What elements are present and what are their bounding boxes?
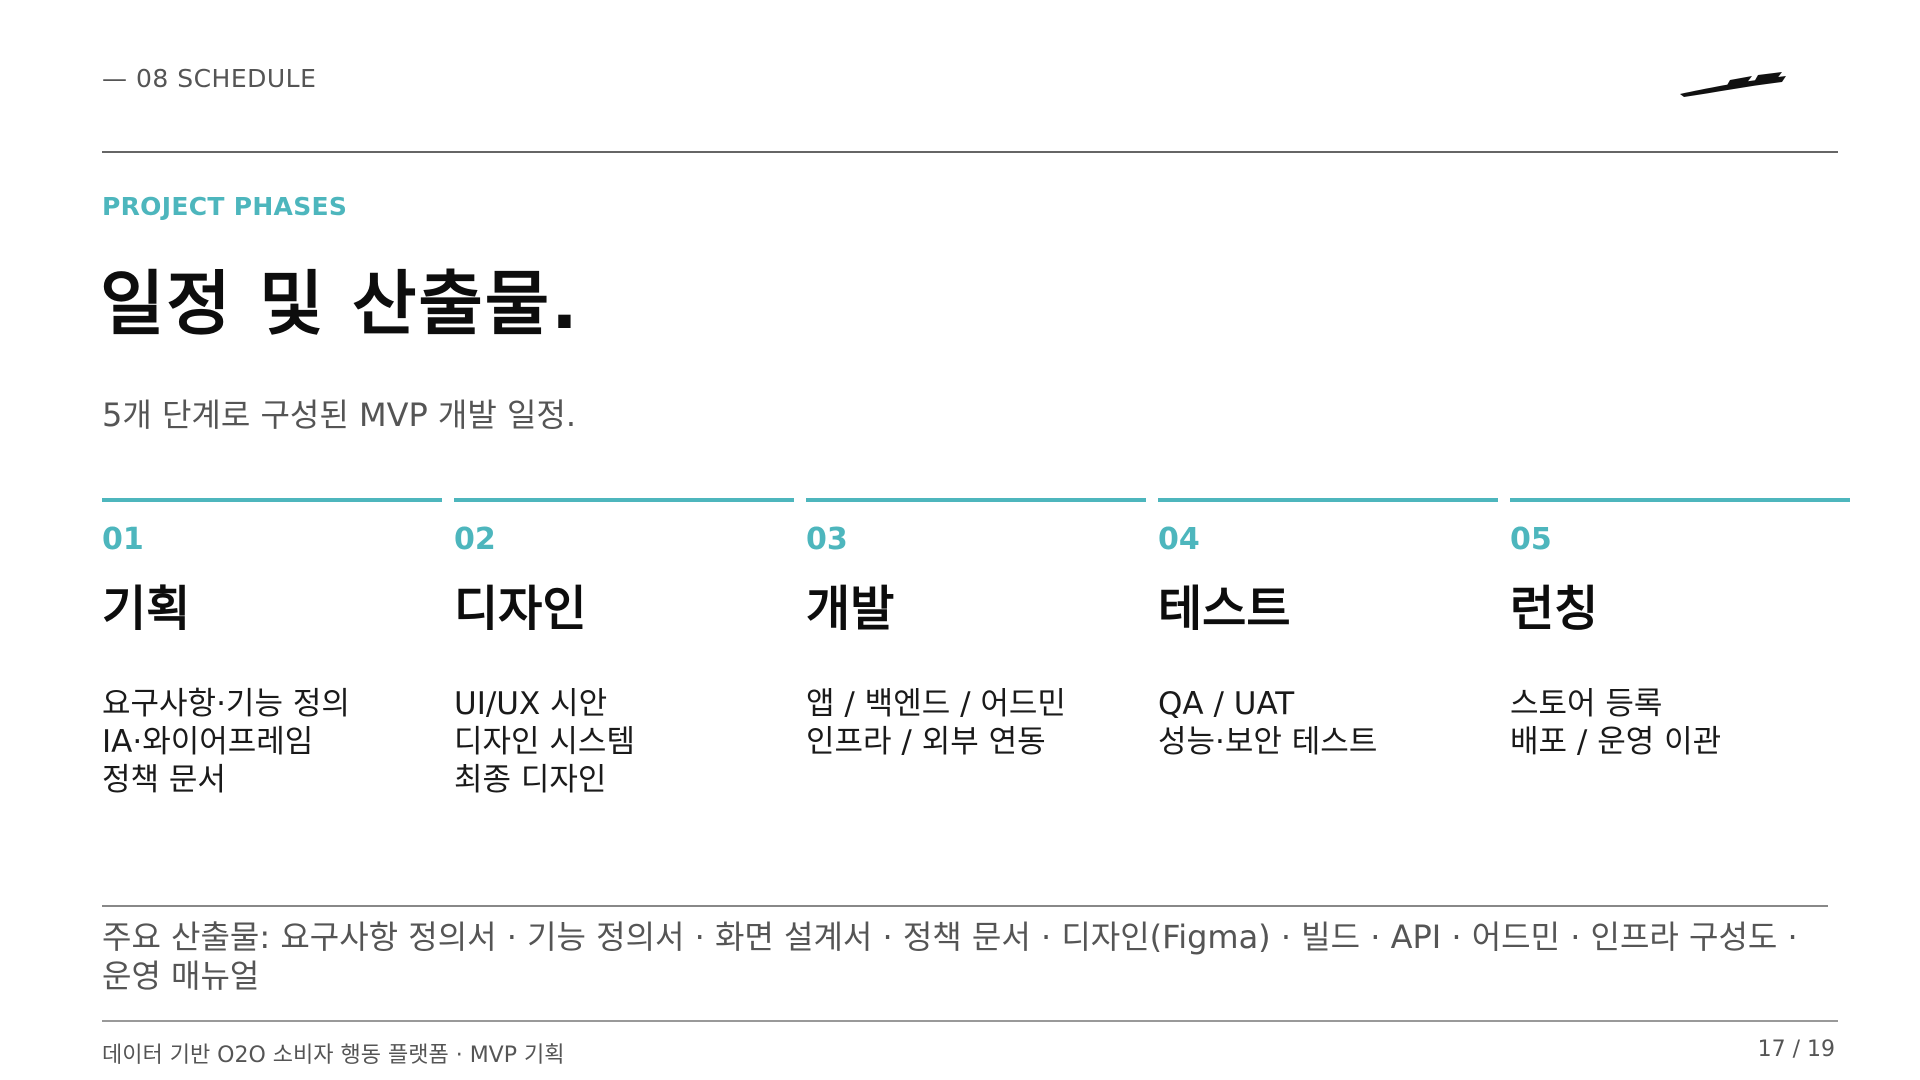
phase-item: 스토어 등록 xyxy=(1510,686,1663,722)
phase-3: 03 개발 앱 / 백엔드 / 어드민 인프라 / 외부 연동 xyxy=(806,498,1146,761)
phase-title: 런칭 xyxy=(1510,581,1599,637)
phase-items: 앱 / 백엔드 / 어드민 인프라 / 외부 연동 xyxy=(806,685,1146,761)
phase-item: 배포 / 운영 이관 xyxy=(1510,724,1722,760)
page-subtitle: 5개 단계로 구성된 MVP 개발 일정. xyxy=(102,396,577,434)
deliverables-divider xyxy=(102,905,1828,907)
footer-document-title: 데이터 기반 O2O 소비자 행동 플랫폼 · MVP 기획 xyxy=(102,1043,565,1068)
header-divider xyxy=(102,151,1838,153)
phase-items: UI/UX 시안 디자인 시스템 최종 디자인 xyxy=(454,685,794,799)
phase-item: 디자인 시스템 xyxy=(454,724,635,760)
phase-item: 요구사항·기능 정의 xyxy=(102,686,350,722)
phase-5: 05 런칭 스토어 등록 배포 / 운영 이관 xyxy=(1510,498,1850,761)
phase-bar xyxy=(1510,498,1850,502)
phase-bar xyxy=(1158,498,1498,502)
phase-item: 최종 디자인 xyxy=(454,762,607,798)
phase-title: 개발 xyxy=(806,581,895,637)
phase-items: QA / UAT 성능·보안 테스트 xyxy=(1158,685,1498,761)
brand-logo-icon xyxy=(1680,72,1786,97)
section-label: — 08 SCHEDULE xyxy=(102,64,317,93)
phase-number: 01 xyxy=(102,522,144,557)
phase-item: 앱 / 백엔드 / 어드민 xyxy=(806,686,1066,722)
phase-item: QA / UAT xyxy=(1158,686,1295,722)
phase-number: 04 xyxy=(1158,522,1200,557)
phase-2: 02 디자인 UI/UX 시안 디자인 시스템 최종 디자인 xyxy=(454,498,794,799)
phase-number: 02 xyxy=(454,522,496,557)
phase-items: 스토어 등록 배포 / 운영 이관 xyxy=(1510,685,1850,761)
phase-number: 03 xyxy=(806,522,848,557)
phase-title: 디자인 xyxy=(454,581,587,637)
phase-item: 성능·보안 테스트 xyxy=(1158,724,1378,760)
phase-number: 05 xyxy=(1510,522,1552,557)
footer-divider xyxy=(102,1020,1838,1022)
phase-bar xyxy=(102,498,442,502)
phase-item: 정책 문서 xyxy=(102,762,226,798)
phase-bar xyxy=(454,498,794,502)
page-number: 17 / 19 xyxy=(1757,1037,1835,1062)
phase-bar xyxy=(806,498,1146,502)
phase-item: UI/UX 시안 xyxy=(454,686,608,722)
phase-1: 01 기획 요구사항·기능 정의 IA·와이어프레임 정책 문서 xyxy=(102,498,442,799)
phase-timeline: 01 기획 요구사항·기능 정의 IA·와이어프레임 정책 문서 02 디자인 … xyxy=(102,498,1850,818)
phase-items: 요구사항·기능 정의 IA·와이어프레임 정책 문서 xyxy=(102,685,442,799)
page-title: 일정 및 산출물. xyxy=(100,263,580,345)
phase-item: 인프라 / 외부 연동 xyxy=(806,724,1046,760)
phase-4: 04 테스트 QA / UAT 성능·보안 테스트 xyxy=(1158,498,1498,761)
phase-title: 테스트 xyxy=(1158,581,1291,637)
eyebrow-label: PROJECT PHASES xyxy=(102,192,348,221)
phase-title: 기획 xyxy=(102,581,191,637)
deliverables-summary: 주요 산출물: 요구사항 정의서 · 기능 정의서 · 화면 설계서 · 정책 … xyxy=(102,918,1798,995)
phase-item: IA·와이어프레임 xyxy=(102,724,314,760)
